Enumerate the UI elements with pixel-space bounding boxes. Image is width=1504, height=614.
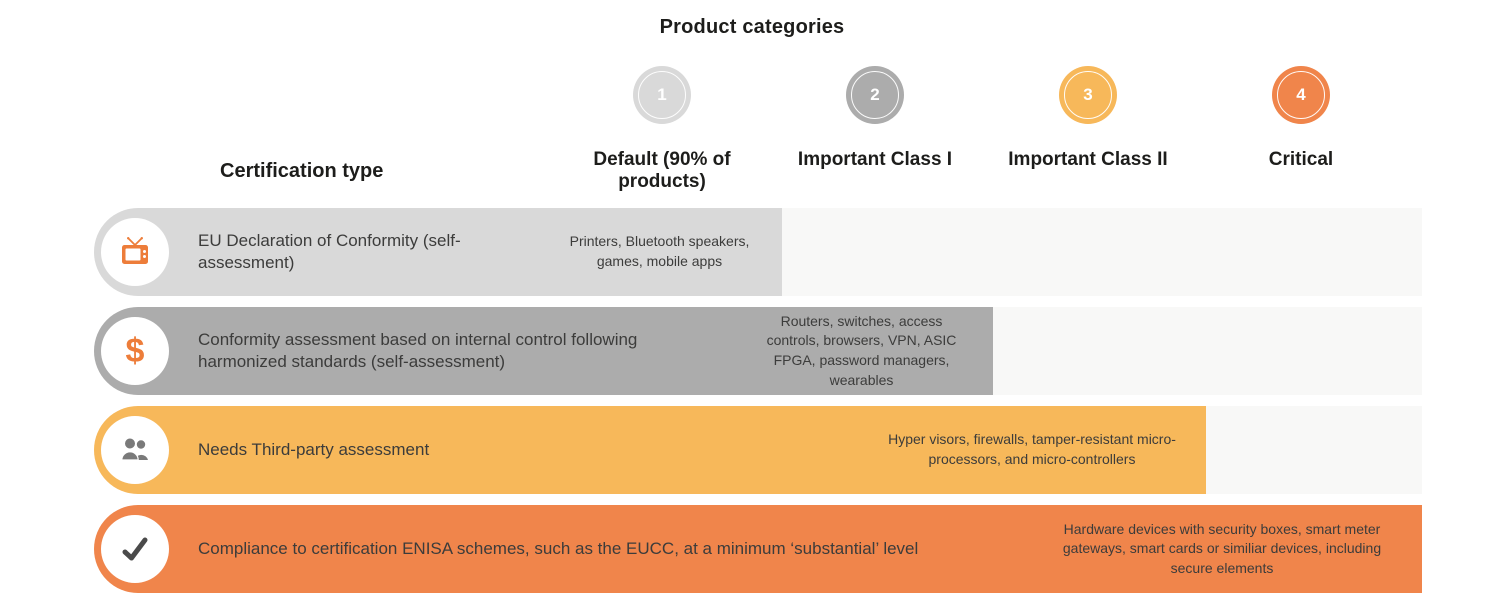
category-label: Critical [1268, 149, 1334, 170]
row-icon-circle [101, 416, 169, 484]
row-certification-label: EU Declaration of Conformity (self-asses… [198, 230, 461, 272]
dollar-icon: $ [125, 332, 145, 370]
category-label: Important Class I [797, 149, 953, 170]
row-products: Printers, Bluetooth speakers, games, mob… [569, 233, 750, 269]
category-circle-3: 3 [1059, 66, 1117, 124]
row-certification-label: Needs Third-party assessment [198, 439, 430, 459]
cert-row-enisa-eucc: Compliance to certification ENISA scheme… [94, 505, 1422, 593]
category-column-critical: 4 Critical [1194, 66, 1408, 171]
row-certification-label: Compliance to certification ENISA scheme… [198, 538, 919, 558]
tv-icon [122, 237, 148, 264]
category-number: 2 [870, 85, 880, 104]
row-icon-circle: $ [101, 317, 169, 385]
row-bar [94, 208, 782, 296]
cert-row-internal-control: $ Conformity assessment based on interna… [94, 307, 1422, 395]
row-bar [94, 505, 1422, 593]
category-column-default: 1 Default (90% of products) [555, 66, 769, 194]
row-products: Hyper visors, firewalls, tamper-resistan… [888, 431, 1176, 467]
category-label: Default (90% of products) [593, 149, 731, 193]
row-bar [94, 307, 993, 395]
check-icon [122, 537, 148, 561]
category-label: Important Class II [1008, 149, 1168, 170]
certification-type-header: Certification type [220, 160, 384, 182]
category-number: 1 [657, 85, 667, 104]
page-title: Product categories [659, 16, 845, 38]
row-certification-label: Conformity assessment based on internal … [198, 329, 638, 371]
row-products: Hardware devices with security boxes, sm… [1062, 520, 1382, 576]
row-icon-circle [101, 218, 169, 286]
people-icon [121, 438, 148, 461]
category-number: 3 [1083, 85, 1093, 104]
category-circle-1: 1 [633, 66, 691, 124]
category-number: 4 [1296, 85, 1306, 104]
cert-row-third-party: Needs Third-party assessment Hyper visor… [94, 406, 1422, 494]
row-products: Routers, switches, access controls, brow… [766, 312, 957, 388]
category-column-important-class-2: 3 Important Class II [981, 66, 1195, 171]
row-bar [94, 406, 1206, 494]
cert-row-eu-declaration: EU Declaration of Conformity (self-asses… [94, 208, 1422, 296]
row-icon-circle [101, 515, 169, 583]
category-circle-2: 2 [846, 66, 904, 124]
category-column-important-class-1: 2 Important Class I [768, 66, 982, 171]
category-circle-4: 4 [1272, 66, 1330, 124]
